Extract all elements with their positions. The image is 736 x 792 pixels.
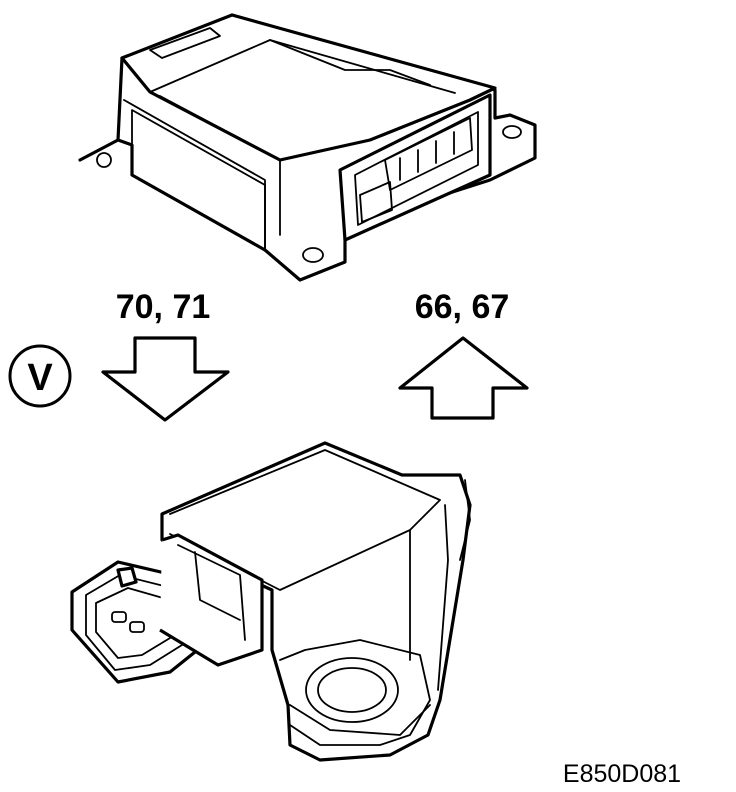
remove-steps-label: 70, 71 [116,288,211,326]
control-module-drawing [78,13,537,282]
outline-arrow-up-icon [398,336,529,420]
figure-code: E850D081 [563,760,681,788]
view-marker-letter: V [27,357,53,399]
outline-arrow-down-icon [101,336,230,422]
circled-letter-icon: V [8,344,72,408]
install-steps-label: 66, 67 [415,288,510,326]
sensor-drawing [70,441,472,762]
